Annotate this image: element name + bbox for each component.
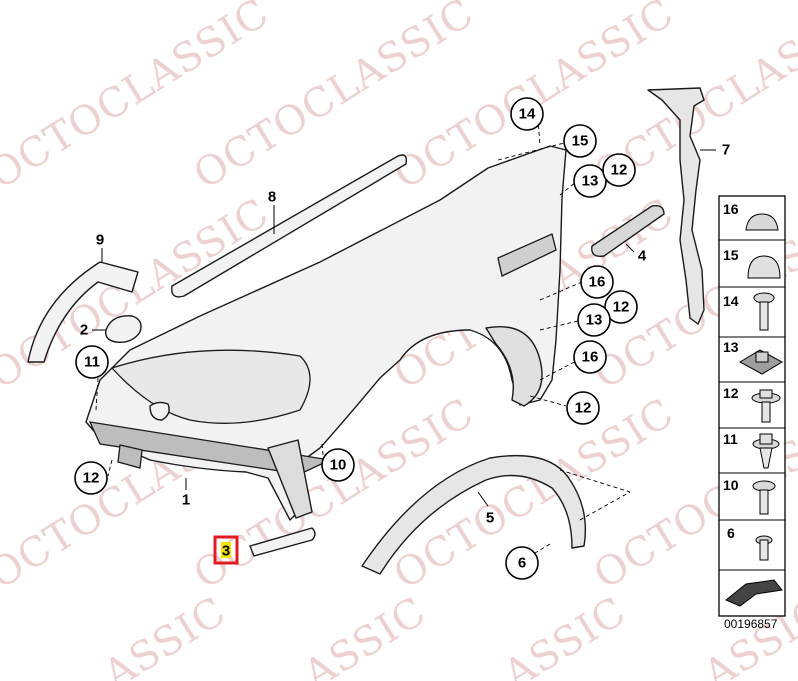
- label-1: 1: [182, 492, 190, 509]
- svg-text:14: 14: [519, 106, 536, 123]
- callout-12: 12: [604, 290, 638, 324]
- svg-text:12: 12: [613, 299, 630, 316]
- diagram-code: 00196857: [724, 617, 778, 631]
- svg-text:12: 12: [611, 162, 628, 179]
- leader-lines: [95, 117, 631, 557]
- callout-16: 16: [580, 265, 614, 299]
- part-5-wheel-arch-trim: 5: [361, 454, 587, 575]
- label-3: 3: [222, 543, 230, 560]
- label-7: 7: [722, 142, 730, 159]
- legend-item-15: 15: [723, 247, 781, 279]
- callout-12: 12: [602, 153, 636, 187]
- label-8: 8: [268, 189, 276, 206]
- svg-text:13: 13: [723, 339, 739, 355]
- svg-text:11: 11: [723, 431, 738, 447]
- svg-text:6: 6: [518, 555, 526, 572]
- callout-10: 10: [321, 448, 355, 482]
- watermark-text: ASSIC: [295, 588, 434, 681]
- svg-text:16: 16: [723, 201, 739, 217]
- svg-text:11: 11: [84, 354, 100, 371]
- callout-12: 12: [74, 461, 108, 495]
- svg-text:6: 6: [727, 525, 735, 541]
- legend-item-6: 6: [727, 525, 773, 561]
- part-4-side-marker: 4: [591, 204, 665, 265]
- svg-text:13: 13: [582, 173, 599, 190]
- label-9: 9: [96, 232, 104, 249]
- label-5: 5: [486, 510, 494, 527]
- watermark-text: ASSIC: [95, 588, 234, 681]
- svg-text:10: 10: [723, 477, 739, 493]
- svg-text:16: 16: [582, 349, 599, 366]
- svg-text:15: 15: [572, 133, 589, 150]
- svg-text:15: 15: [723, 247, 739, 263]
- svg-text:12: 12: [723, 385, 739, 401]
- callout-13: 13: [573, 164, 607, 198]
- callout-16: 16: [573, 340, 607, 374]
- svg-text:12: 12: [575, 400, 592, 417]
- part-3-trim-piece: 3: [213, 527, 316, 565]
- svg-text:10: 10: [330, 457, 347, 474]
- svg-text:14: 14: [723, 293, 739, 309]
- legend-item-10: 10: [723, 477, 776, 515]
- callout-14: 14: [510, 97, 544, 131]
- watermark-text: ASSIC: [495, 588, 634, 681]
- label-2: 2: [80, 322, 88, 339]
- part-9-arch-liner: 9: [27, 232, 139, 363]
- part-1-front-fender: 1: [85, 145, 567, 521]
- legend-item-13: 13: [723, 339, 784, 375]
- fastener-legend: 16 15 14 13 12 11 10: [718, 195, 786, 631]
- legend-item-12: 12: [723, 385, 781, 423]
- legend-item-16: 16: [723, 201, 779, 231]
- legend-item-14: 14: [723, 292, 775, 331]
- callout-6: 6: [505, 546, 539, 580]
- svg-text:12: 12: [83, 470, 100, 487]
- callout-11: 11: [75, 345, 109, 379]
- legend-item-11: 11: [723, 431, 780, 469]
- callout-12: 12: [566, 391, 600, 425]
- callout-13: 13: [577, 303, 611, 337]
- arrow-icon: [725, 579, 783, 607]
- part-8-trim-strip: 8: [171, 154, 408, 298]
- label-4: 4: [638, 248, 647, 265]
- svg-text:16: 16: [589, 274, 606, 291]
- part-2-cover: 2: [80, 315, 142, 343]
- callout-15: 15: [563, 124, 597, 158]
- part-7-bracket: 7: [647, 87, 730, 325]
- svg-text:13: 13: [586, 312, 603, 329]
- label-3-highlight: [213, 535, 239, 565]
